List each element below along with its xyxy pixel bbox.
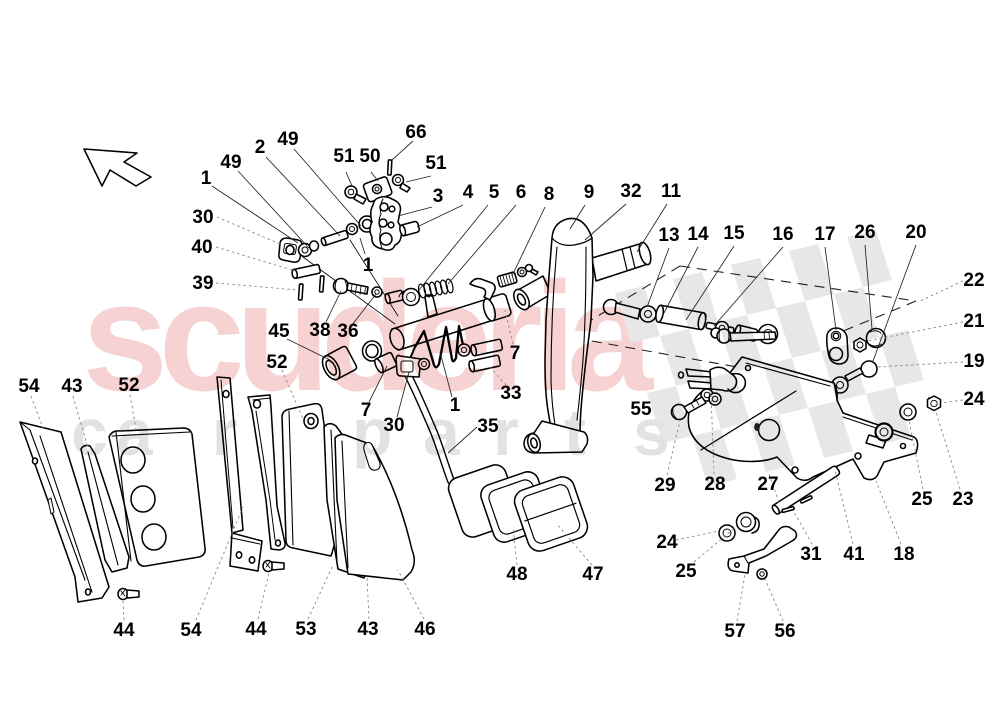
svg-text:7: 7 [510, 343, 521, 364]
svg-text:26: 26 [854, 222, 875, 243]
svg-text:a: a [116, 395, 154, 469]
svg-text:57: 57 [724, 621, 745, 642]
svg-text:54: 54 [18, 376, 40, 397]
svg-text:p: p [352, 395, 392, 469]
svg-text:23: 23 [952, 489, 973, 510]
svg-text:40: 40 [191, 237, 212, 258]
svg-text:43: 43 [61, 376, 82, 397]
svg-text:18: 18 [893, 544, 914, 565]
svg-text:53: 53 [295, 619, 316, 640]
svg-text:16: 16 [772, 224, 793, 245]
svg-text:11: 11 [661, 181, 682, 202]
svg-text:s: s [633, 395, 670, 469]
svg-text:33: 33 [500, 383, 521, 404]
svg-text:52: 52 [266, 352, 287, 373]
svg-text:51: 51 [425, 153, 447, 174]
svg-text:24: 24 [963, 389, 985, 410]
svg-text:27: 27 [757, 474, 778, 495]
svg-text:51: 51 [333, 146, 355, 167]
svg-text:52: 52 [118, 375, 139, 396]
svg-text:31: 31 [800, 544, 822, 565]
svg-text:41: 41 [843, 544, 865, 565]
svg-text:c: c [71, 395, 108, 469]
svg-text:66: 66 [405, 122, 426, 143]
svg-text:17: 17 [814, 224, 835, 245]
svg-text:15: 15 [723, 223, 745, 244]
svg-text:30: 30 [192, 207, 213, 228]
svg-text:14: 14 [687, 224, 709, 245]
svg-text:56: 56 [774, 621, 795, 642]
svg-text:47: 47 [582, 564, 603, 585]
svg-text:1: 1 [450, 395, 461, 416]
svg-text:6: 6 [516, 182, 527, 203]
svg-text:25: 25 [911, 489, 933, 510]
svg-text:t: t [564, 395, 586, 469]
svg-text:39: 39 [192, 273, 213, 294]
svg-text:28: 28 [704, 474, 725, 495]
svg-text:4: 4 [463, 182, 474, 203]
svg-text:21: 21 [963, 311, 985, 332]
svg-text:25: 25 [675, 561, 697, 582]
svg-text:48: 48 [506, 564, 527, 585]
svg-text:54: 54 [180, 620, 202, 641]
svg-text:19: 19 [963, 351, 984, 372]
svg-text:36: 36 [337, 321, 358, 342]
svg-text:55: 55 [630, 399, 652, 420]
svg-text:44: 44 [113, 620, 135, 641]
svg-text:38: 38 [309, 320, 330, 341]
svg-text:29: 29 [654, 475, 675, 496]
svg-text:7: 7 [361, 400, 372, 421]
svg-text:46: 46 [414, 619, 435, 640]
svg-text:r: r [493, 395, 519, 469]
svg-text:8: 8 [544, 184, 555, 205]
svg-text:43: 43 [357, 619, 378, 640]
svg-text:22: 22 [963, 270, 984, 291]
svg-text:3: 3 [433, 186, 444, 207]
svg-text:24: 24 [656, 532, 678, 553]
svg-text:49: 49 [220, 152, 241, 173]
svg-text:49: 49 [277, 129, 298, 150]
svg-text:r: r [212, 395, 238, 469]
svg-text:a: a [423, 395, 461, 469]
svg-text:20: 20 [905, 222, 926, 243]
svg-text:13: 13 [658, 225, 679, 246]
svg-text:1: 1 [201, 168, 212, 189]
svg-text:1: 1 [363, 255, 374, 276]
svg-text:9: 9 [584, 182, 595, 203]
svg-text:50: 50 [359, 146, 380, 167]
svg-text:45: 45 [268, 321, 290, 342]
svg-text:30: 30 [383, 415, 404, 436]
svg-text:35: 35 [477, 416, 499, 437]
svg-text:32: 32 [620, 181, 641, 202]
svg-text:5: 5 [489, 182, 500, 203]
svg-text:44: 44 [245, 619, 267, 640]
svg-text:2: 2 [255, 137, 266, 158]
